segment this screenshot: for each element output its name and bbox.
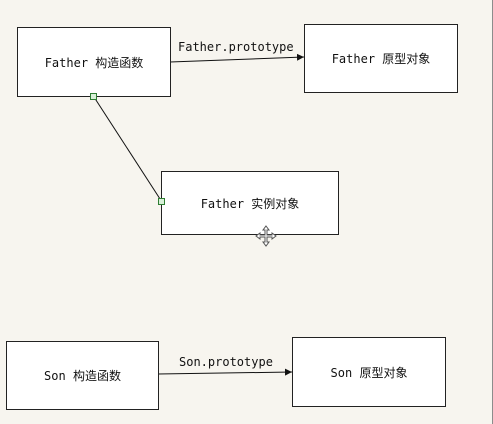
connector-end-handle-icon[interactable] [158, 198, 165, 205]
father-prototype-edge-label: Father.prototype [178, 40, 294, 54]
father-instance-node[interactable]: Father 实例对象 [161, 171, 339, 235]
son-constructor-node[interactable]: Son 构造函数 [6, 341, 159, 410]
father-instance-connector[interactable] [93, 96, 163, 203]
father-prototype-node[interactable]: Father 原型对象 [304, 24, 458, 93]
son-constructor-label: Son 构造函数 [44, 369, 121, 383]
father-prototype-arrow[interactable] [169, 53, 305, 63]
son-prototype-label: Son 原型对象 [330, 365, 408, 380]
move-cursor-icon [255, 225, 277, 247]
father-constructor-node[interactable]: Father 构造函数 [17, 27, 171, 97]
son-prototype-node[interactable]: Son 原型对象 [292, 337, 446, 407]
son-prototype-arrow[interactable] [157, 368, 293, 376]
father-constructor-label: Father 构造函数 [44, 55, 144, 70]
connector-start-handle-icon[interactable] [90, 93, 97, 100]
father-instance-label: Father 实例对象 [200, 196, 300, 211]
son-prototype-edge-label: Son.prototype [179, 355, 273, 369]
father-prototype-label: Father 原型对象 [331, 52, 431, 66]
